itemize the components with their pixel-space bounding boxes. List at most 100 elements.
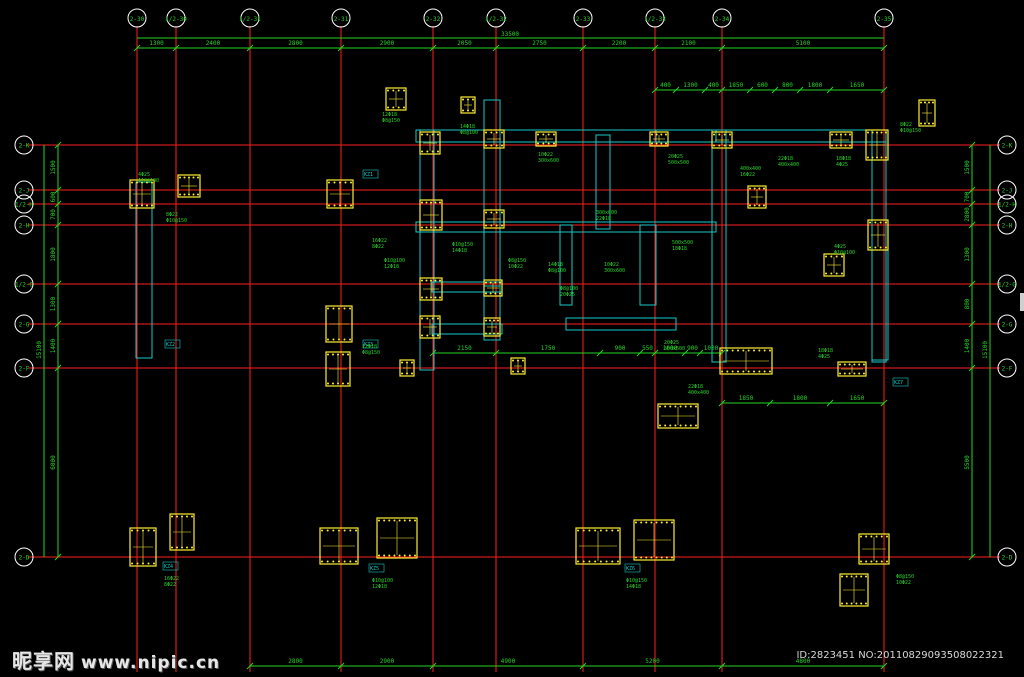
column-section-bar (383, 519, 386, 522)
column-section-bar (142, 562, 144, 565)
column-section-bar (651, 133, 653, 136)
column-tag-box (368, 563, 385, 573)
column-section-bar (434, 296, 437, 299)
column-section (325, 305, 353, 343)
column-section-bar (347, 382, 349, 385)
column-section-bar (880, 560, 883, 563)
column-section-bar (542, 142, 545, 145)
rebar-note: 4Φ25 (834, 244, 846, 250)
rebar-note: 400x400 (778, 162, 799, 168)
column-section-bar (512, 359, 514, 362)
column-section-bar (695, 405, 697, 408)
axis-bubble-v (874, 8, 894, 28)
column-section-bar (355, 529, 357, 532)
column-section-bar (825, 255, 827, 258)
column-section-bar (495, 224, 498, 227)
column-section-bar (671, 556, 673, 559)
column-section-bar (721, 370, 723, 373)
top-dim-text: 5100 (796, 40, 811, 47)
rebar-note: Φ10@150 (452, 242, 473, 248)
column-section-bar (825, 272, 827, 275)
column-section-bar (378, 554, 380, 557)
column-section-bar (871, 131, 874, 134)
axis-label-h: 2-H (1002, 223, 1013, 230)
axis-label-v: 2-35 (877, 16, 892, 23)
column-section (483, 317, 501, 337)
column-section-bar (343, 529, 346, 532)
right-dim-text: 2800 (964, 207, 971, 222)
rebar-note: Φ10@100 (384, 258, 405, 264)
column-section-bar (880, 131, 883, 134)
column-section-bar (343, 560, 346, 563)
mid-dim-text: 1000 (704, 345, 719, 352)
column-section-bar (425, 201, 428, 204)
bottom-dim-tick (579, 662, 587, 670)
column-section-bar (485, 332, 487, 335)
left-dim-tick (54, 141, 62, 149)
column-section-bar (426, 150, 429, 153)
right-total-text: 15100 (982, 341, 989, 359)
column-section-bar (920, 101, 922, 104)
mid-dim-tick (429, 349, 437, 357)
column-section-bar (522, 370, 524, 373)
column-section-bar (553, 142, 555, 145)
column-section-bar (494, 292, 497, 295)
column-section-bar (659, 405, 661, 408)
axis-bubble-h (14, 194, 34, 214)
column-section-bar (831, 144, 833, 147)
column-section-bar (512, 370, 514, 373)
column-section (510, 357, 526, 375)
column-section-bar (495, 144, 498, 147)
rebar-note: 300x600 (538, 158, 559, 164)
column-section-bar (495, 211, 498, 214)
rebar-note: 20Φ25 (560, 292, 575, 298)
column-section-bar (495, 131, 498, 134)
column-section-bar (723, 133, 726, 136)
column-section-bar (547, 142, 550, 145)
column-tag-box (162, 561, 179, 571)
column-section-bar (332, 338, 335, 341)
column-section-bar (171, 515, 173, 518)
upper-dim-tick (701, 86, 709, 94)
column-section (865, 129, 889, 161)
column-section-bar (431, 133, 434, 136)
column-section-bar (490, 131, 493, 134)
mid-dim-text: 900 (615, 345, 626, 352)
upper-dim-text: 1650 (850, 82, 865, 89)
lower-dim-tick (718, 399, 726, 407)
axis-bubble-h (14, 135, 34, 155)
upper-dim-text: 400 (660, 82, 671, 89)
column-section (633, 519, 675, 561)
top-dim-text: 2800 (288, 40, 303, 47)
column-section-bar (321, 529, 323, 532)
column-section-bar (669, 405, 672, 408)
column-section-bar (191, 515, 193, 518)
lower-dim-tick (826, 399, 834, 407)
column-tag: KZ6 (626, 566, 635, 572)
bottom-dim-tick (718, 662, 726, 670)
column-section-bar (674, 424, 677, 427)
column-section-bar (497, 332, 499, 335)
scrollbar-thumb[interactable] (1020, 293, 1024, 311)
rebar-note: 10Φ22 (538, 152, 553, 158)
left-dim-tick (54, 364, 62, 372)
column-section (829, 131, 853, 149)
column-section-bar (860, 560, 862, 563)
left-dim-text: 1500 (50, 160, 57, 175)
axis-bubble-h (997, 215, 1017, 235)
column-section-bar (490, 211, 493, 214)
column-section-bar (401, 361, 403, 364)
top-dim-tick (429, 44, 437, 52)
column-tag: KZ1 (364, 172, 373, 178)
column-section-bar (147, 562, 150, 565)
column-section-bar (758, 187, 761, 190)
wall-outline (565, 317, 677, 331)
column-section-bar (839, 363, 841, 366)
column-section-bar (753, 370, 755, 373)
column-section-bar (349, 307, 351, 310)
column-section-bar (403, 89, 405, 92)
column-section-bar (855, 602, 858, 605)
column-section-bar (689, 405, 692, 408)
column-section-bar (344, 181, 347, 184)
